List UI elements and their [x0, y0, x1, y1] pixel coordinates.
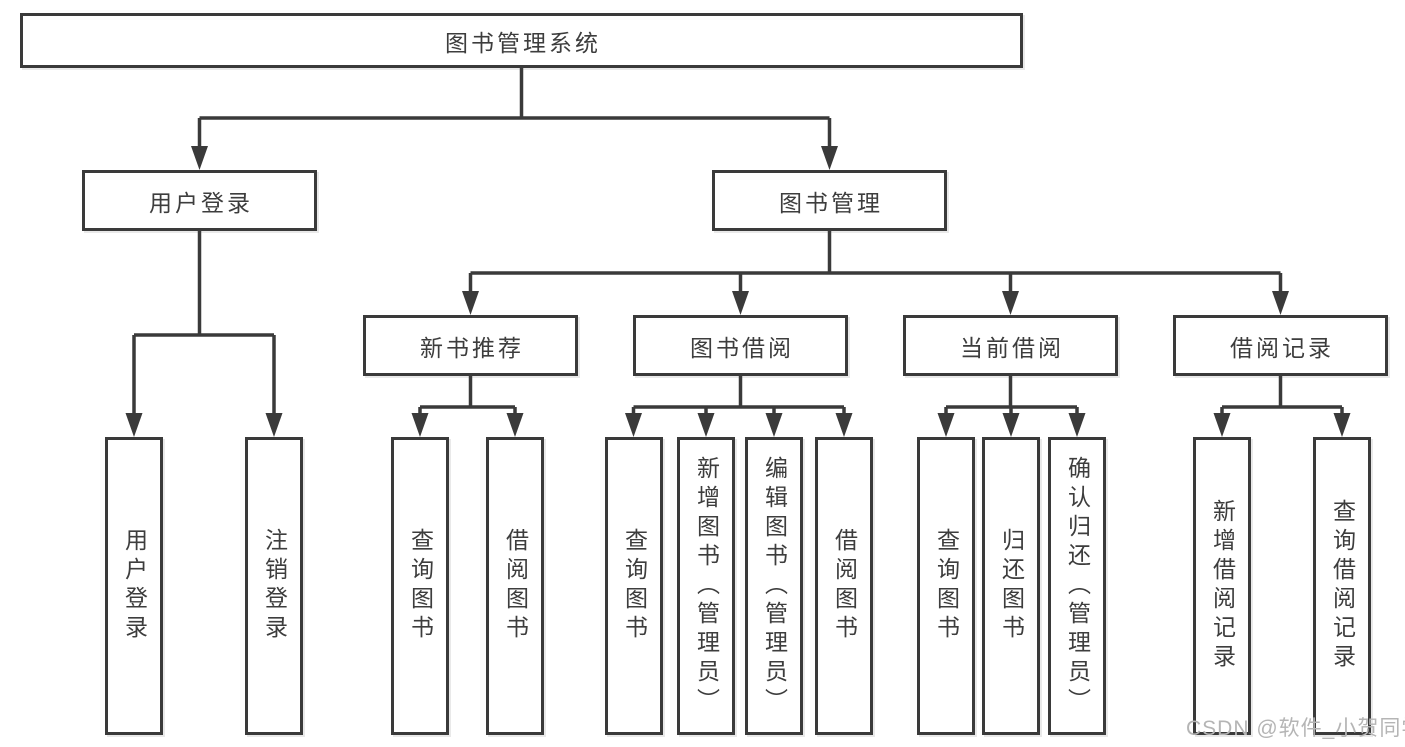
node-label: 当前借阅: [960, 334, 1064, 361]
leaf-label: 归还图书: [998, 528, 1025, 644]
node-label: 图书管理: [779, 189, 883, 216]
leaf-label: 新增借阅记录: [1209, 499, 1236, 673]
leaf-user-login: 用户登录: [105, 437, 163, 735]
leaf-add-borrow-record: 新增借阅记录: [1193, 437, 1251, 735]
leaf-borrow-books: 借阅图书: [815, 437, 873, 735]
leaf-query-books-current: 查询图书: [917, 437, 975, 735]
node-label: 借阅记录: [1230, 334, 1334, 361]
node-book-borrow: 图书借阅: [633, 315, 848, 376]
node-current-borrow: 当前借阅: [903, 315, 1118, 376]
leaf-return-books: 归还图书: [982, 437, 1040, 735]
leaf-borrow-books-recommend: 借阅图书: [486, 437, 544, 735]
leaf-label: 查询图书: [933, 528, 960, 644]
node-new-book-recommend: 新书推荐: [363, 315, 578, 376]
node-user-login: 用户登录: [82, 170, 317, 231]
leaf-query-books-recommend: 查询图书: [391, 437, 449, 735]
leaf-query-borrow-record: 查询借阅记录: [1313, 437, 1371, 735]
leaf-label: 借阅图书: [831, 528, 858, 644]
node-label: 用户登录: [149, 189, 253, 216]
leaf-label: 查询图书: [621, 528, 648, 644]
leaf-label: 用户登录: [121, 528, 148, 644]
node-book-management: 图书管理: [712, 170, 947, 231]
node-label: 图书借阅: [690, 334, 794, 361]
node-root-label: 图书管理系统: [445, 29, 601, 56]
node-root-system: 图书管理系统: [20, 13, 1023, 68]
leaf-confirm-return-admin: 确认归还（管理员）: [1048, 437, 1106, 735]
node-borrow-records: 借阅记录: [1173, 315, 1388, 376]
csdn-watermark: CSDN @软件_小贺同学: [1186, 717, 1405, 740]
leaf-label: 编辑图书（管理员）: [761, 455, 788, 717]
leaf-edit-books-admin: 编辑图书（管理员）: [745, 437, 803, 735]
leaf-label: 借阅图书: [502, 528, 529, 644]
leaf-label: 查询图书: [407, 528, 434, 644]
leaf-label: 新增图书（管理员）: [693, 455, 720, 717]
leaf-label: 注销登录: [261, 528, 288, 644]
node-label: 新书推荐: [420, 334, 524, 361]
leaf-logout: 注销登录: [245, 437, 303, 735]
leaf-query-books-borrow: 查询图书: [605, 437, 663, 735]
leaf-label: 查询借阅记录: [1329, 499, 1356, 673]
leaf-add-books-admin: 新增图书（管理员）: [677, 437, 735, 735]
leaf-label: 确认归还（管理员）: [1064, 455, 1091, 717]
